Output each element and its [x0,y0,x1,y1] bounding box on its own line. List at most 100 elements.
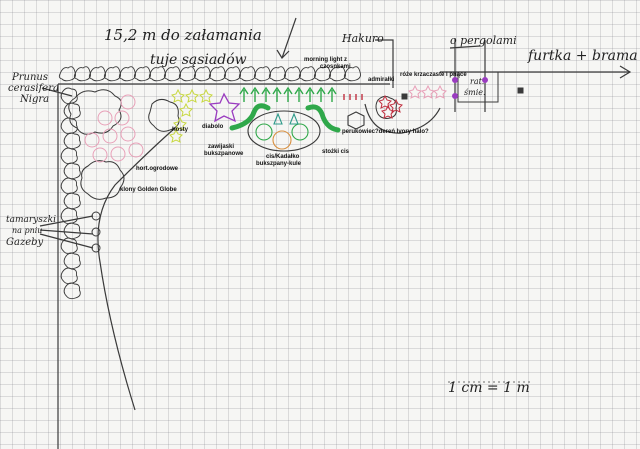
left-shrub [63,162,81,180]
box-ball [291,123,309,141]
pergola-post [452,93,458,99]
morning-light-arrow [283,86,293,102]
title-text: 15,2 m do załamania [104,26,262,44]
thuja-bump [178,66,196,82]
thuja-bump [88,66,106,82]
labels: 15,2 m do załamania tuje sąsiadów Hakuro… [6,26,638,396]
tamarisk-text-2: na pniu [12,226,42,235]
morning-light-arrow [327,86,337,102]
left-shrub [60,207,78,225]
thuja-bump [343,66,361,82]
curved-path-line [97,127,176,411]
morning-light-arrows [239,86,363,102]
left-shrub [60,237,78,255]
hosta-star [169,128,183,143]
left-shrub [60,267,78,285]
morning-light-text-2: czosnkami [320,64,351,70]
box-curve-right [305,104,341,133]
rose-star [421,84,435,99]
storage-text-2: śmie. [464,88,486,97]
scale-text: 1 cm = 1 m [448,380,530,396]
gate-arrow [619,65,632,79]
hydrangea [120,94,136,110]
rose-star [378,94,392,109]
title-arrow-head [276,49,290,59]
rose-stars [378,84,447,119]
tamarisk-pointer-1 [39,215,94,227]
maple-tree-2 [148,98,180,132]
cypress-box-text-2: bukszpany-kule [256,161,302,167]
hosta-star [185,88,199,103]
box-curve-left [229,103,271,131]
left-shrub-column [60,87,81,300]
thuja-bump [238,66,256,82]
pergola-bracket [449,38,486,112]
central-oval [247,110,321,152]
hydrangea [102,128,118,144]
morning-light-arrow [305,86,315,102]
thuja-bump [223,66,241,82]
tamarisk [91,227,101,237]
hakuro-pointer [375,39,394,88]
prunus-text-2: cerasifera [8,83,59,94]
japanese-box-text-2: bukszpanowe [204,151,244,157]
yew-ball [272,130,292,150]
prunus-tree [68,89,122,135]
admiral-text: admirałki [368,77,395,83]
yew-cone [289,112,299,125]
left-shrub [60,177,78,195]
left-shrub [63,252,81,270]
thuja-bump [193,66,211,82]
hydrangea [84,132,100,148]
gate-text: furtka + brama [527,48,638,64]
hydrangea [120,126,136,142]
japanese-box-text-1: zawijaski [208,144,234,150]
hydrangea-circles [84,94,144,163]
storage-marker [401,93,408,100]
thuja-bump [268,66,286,82]
diabolo-star [208,92,241,123]
thuja-bump [328,66,346,82]
left-shrub [60,87,78,105]
rose-star [381,104,395,119]
hydrangea [128,142,144,158]
left-shrub [63,192,81,210]
tamarisk-pointer-2 [39,229,94,235]
morning-light-text-1: morning light z [304,57,347,63]
storage-box [401,71,524,103]
tamarisk-text-1: tamaryszki [6,215,56,225]
thuja-bump [298,66,316,82]
diabolo-text: diabolo [202,124,224,130]
thuja-hedge [58,66,361,82]
yew-cones-text: stożki cis [322,149,350,155]
hydrangea [92,147,108,163]
dogwood-hexagon [347,111,365,130]
morning-light-arrow [272,86,282,102]
hosta-stars [169,88,213,143]
hosta-star [173,116,187,131]
thuja-bump [73,66,91,82]
rose-star [408,84,422,99]
roses-text: róże krzaczaste i pnące [400,72,467,78]
title-arrow [281,17,297,59]
hostas-text: hosty [172,127,189,133]
morning-light-arrow [294,86,304,102]
left-shrub [63,102,81,120]
hydrangea [97,110,113,126]
prunus-pointer [41,87,73,97]
thuja-bump [103,66,121,82]
box-ball [255,123,273,141]
thuja-bump [133,66,151,82]
cypress-box-text-1: cis/Kadałko [266,154,300,160]
central-bed [247,110,321,152]
pergola-post [452,77,458,83]
morning-light-arrow [316,86,326,102]
neighbors-text: tuje sąsiadów [150,52,247,68]
tamarisk-pointer-3 [39,233,94,249]
thuja-bump [163,66,181,82]
tamarisk [91,211,101,221]
morning-light-arrow [239,86,249,102]
hosta-star [199,88,213,103]
